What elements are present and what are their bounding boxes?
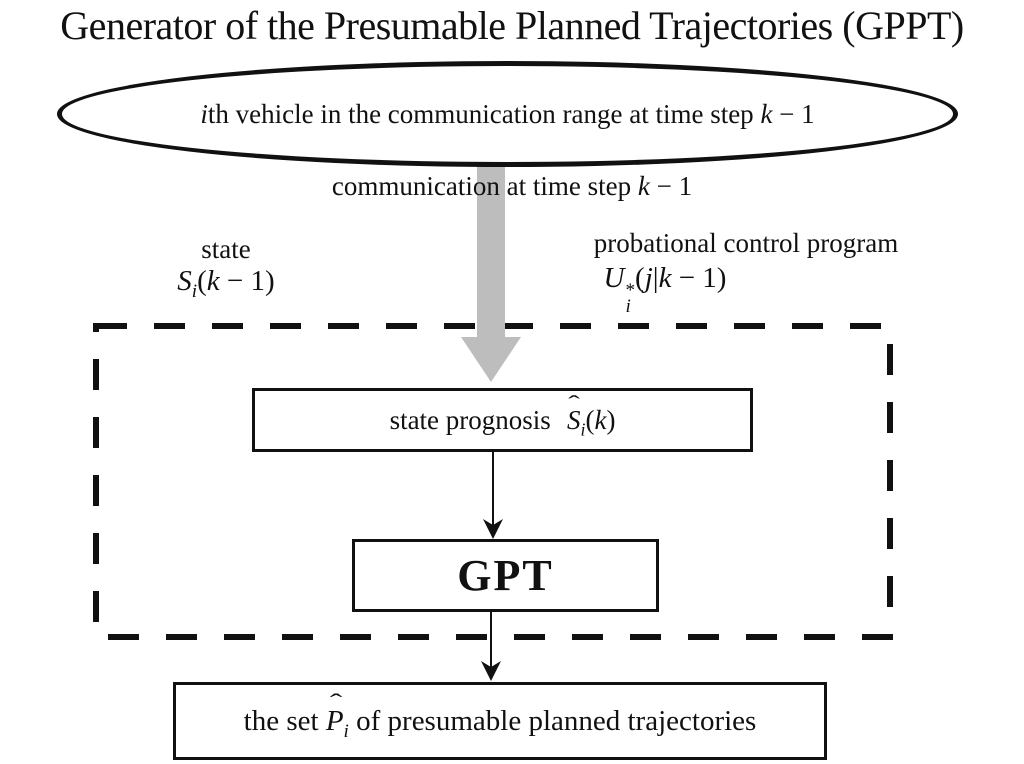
state-input-caption: state	[201, 234, 251, 264]
vehicle-ellipse-label: ith vehicle in the communication range a…	[200, 98, 815, 129]
communication-label: communication at time step k − 1	[331, 171, 693, 201]
state-prognosis-label: state prognosis	[389, 404, 551, 435]
vehicle-ellipse-node: ith vehicle in the communication range a…	[57, 61, 958, 167]
control-input-formula: U*i(j|k − 1)	[603, 262, 727, 317]
communication-arrow-icon	[461, 162, 521, 382]
gpt-label: GPT	[457, 551, 554, 600]
control-input-caption: probational control program	[593, 228, 899, 258]
arrowhead-gpt-to-output-icon	[481, 661, 501, 681]
diagram-title: Generator of the Presumable Planned Traj…	[60, 3, 964, 48]
gppt-dashed-container	[93, 323, 893, 640]
state-input-formula: Si(k − 1)	[177, 265, 275, 302]
gpt-box: GPT	[352, 539, 659, 612]
arrowhead-prognosis-to-gpt-icon	[483, 519, 503, 539]
